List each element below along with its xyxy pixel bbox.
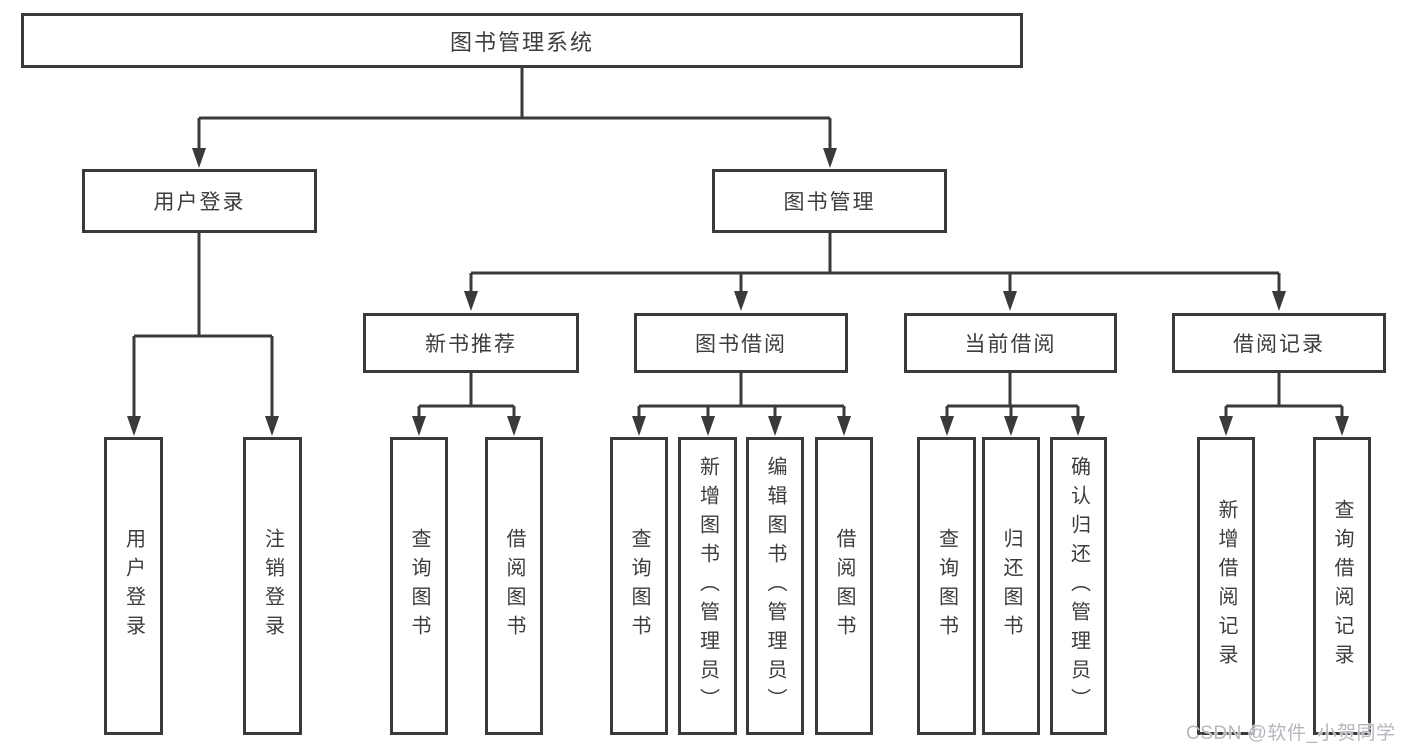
leaf-user-login: 用户登录 xyxy=(104,437,163,735)
leaf-borrow-books-recommend: 借阅图书 xyxy=(485,437,543,735)
leaf-query-borrow-record: 查询借阅记录 xyxy=(1313,437,1371,735)
leaf-confirm-return-admin: 确认归还（管理员） xyxy=(1050,437,1107,735)
leaf-query-books-recommend: 查询图书 xyxy=(390,437,448,735)
leaf-edit-books-admin-label: 编辑图书（管理员） xyxy=(764,455,786,717)
node-new-book-recommend: 新书推荐 xyxy=(363,313,579,373)
leaf-add-borrow-record-label: 新增借阅记录 xyxy=(1215,499,1237,673)
leaf-query-books-recommend-label: 查询图书 xyxy=(408,528,430,644)
leaf-add-borrow-record: 新增借阅记录 xyxy=(1197,437,1255,735)
leaf-query-books-borrow: 查询图书 xyxy=(610,437,668,735)
leaf-borrow-books: 借阅图书 xyxy=(815,437,873,735)
leaf-logout: 注销登录 xyxy=(243,437,302,735)
node-current-borrow: 当前借阅 xyxy=(904,313,1117,373)
leaf-user-login-label: 用户登录 xyxy=(122,528,145,644)
leaf-borrow-books-recommend-label: 借阅图书 xyxy=(503,528,525,644)
node-book-management-system: 图书管理系统 xyxy=(21,13,1023,68)
node-book-borrow: 图书借阅 xyxy=(634,313,848,373)
leaf-return-books: 归还图书 xyxy=(982,437,1040,735)
leaf-query-books-current-label: 查询图书 xyxy=(935,528,958,644)
leaf-logout-label: 注销登录 xyxy=(261,528,284,644)
leaf-query-books-current: 查询图书 xyxy=(917,437,976,735)
node-user-login: 用户登录 xyxy=(82,169,317,233)
leaf-borrow-books-label: 借阅图书 xyxy=(833,528,855,644)
leaf-return-books-label: 归还图书 xyxy=(1000,528,1022,644)
csdn-watermark: CSDN @软件_小贺同学 xyxy=(1186,723,1396,744)
node-book-management: 图书管理 xyxy=(712,169,947,233)
leaf-query-books-borrow-label: 查询图书 xyxy=(628,528,650,644)
leaf-add-books-admin: 新增图书（管理员） xyxy=(678,437,737,735)
leaf-query-borrow-record-label: 查询借阅记录 xyxy=(1331,499,1353,673)
leaf-add-books-admin-label: 新增图书（管理员） xyxy=(696,455,719,717)
leaf-confirm-return-admin-label: 确认归还（管理员） xyxy=(1067,455,1090,717)
node-borrow-records: 借阅记录 xyxy=(1172,313,1386,373)
leaf-edit-books-admin: 编辑图书（管理员） xyxy=(746,437,804,735)
